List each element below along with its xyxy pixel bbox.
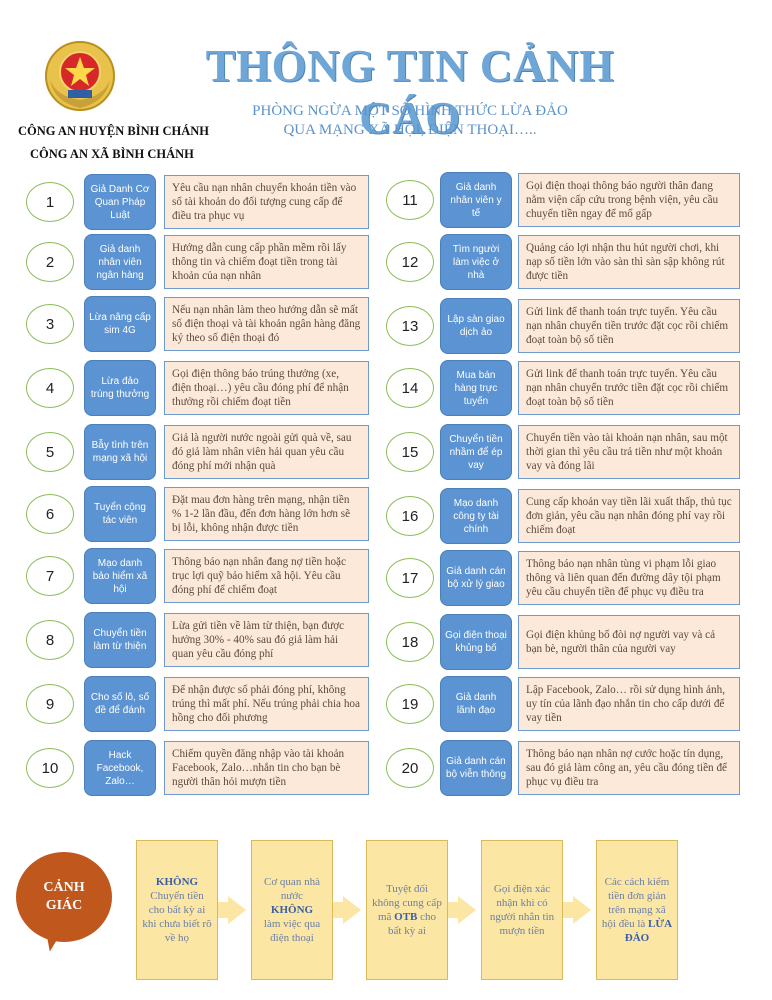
item-label: Tìm người làm việc ở nhà bbox=[440, 234, 512, 290]
item-label: Bẫy tình trên mạng xã hội bbox=[84, 424, 156, 480]
flow-arrow-stem bbox=[448, 902, 458, 918]
agency-commune: CÔNG AN XÃ BÌNH CHÁNH bbox=[30, 147, 194, 161]
item-number: 4 bbox=[26, 368, 74, 408]
item-number: 17 bbox=[386, 558, 434, 598]
item-number: 2 bbox=[26, 242, 74, 282]
item-label: Tuyển cộng tác viên bbox=[84, 486, 156, 542]
flow-arrow-stem bbox=[218, 902, 228, 918]
item-description: Thông báo nạn nhân đang nợ tiền hoặc trụ… bbox=[164, 549, 369, 603]
advice-post: làm việc qua điện thoại bbox=[263, 918, 321, 944]
item-description: Chiếm quyền đăng nhập vào tài khoản Face… bbox=[164, 741, 369, 795]
item-number: 20 bbox=[386, 748, 434, 788]
item-label: Mạo danh công ty tài chính bbox=[440, 488, 512, 544]
subtitle-line-2: QUA MẠNG XÃ HỘI, ĐIỆN THOẠI….. bbox=[283, 122, 537, 138]
warning-line-2: GIÁC bbox=[45, 898, 83, 913]
advice-step-text: Các cách kiếm tiền đơn giản trên mạng xã… bbox=[601, 875, 673, 945]
police-emblem-icon bbox=[45, 41, 115, 111]
warning-bubble: CẢNH GIÁC bbox=[16, 852, 112, 942]
item-description: Yêu cầu nạn nhân chuyển khoản tiền vào s… bbox=[164, 175, 369, 229]
item-label: Giả danh cán bộ xử lý giao bbox=[440, 550, 512, 606]
item-number: 3 bbox=[26, 304, 74, 344]
item-label: Hack Facebook, Zalo… bbox=[84, 740, 156, 796]
item-number: 1 bbox=[26, 182, 74, 222]
advice-step-text: Tuyệt đối không cung cấp mã OTB cho bất … bbox=[371, 882, 443, 938]
item-description: Lập Facebook, Zalo… rồi sử dụng hình ảnh… bbox=[518, 677, 740, 731]
item-description: Quảng cáo lợi nhận thu hút người chơi, k… bbox=[518, 235, 740, 289]
item-description: Gửi link để thanh toán trực tuyến. Yêu c… bbox=[518, 361, 740, 415]
advice-post: Chuyển tiền cho bất kỳ ai khi chưa biết … bbox=[142, 890, 212, 944]
item-label: Lừa nâng cấp sim 4G bbox=[84, 296, 156, 352]
item-description: Cung cấp khoản vay tiền lãi xuất thấp, t… bbox=[518, 489, 740, 543]
item-number: 12 bbox=[386, 242, 434, 282]
agency-district: CÔNG AN HUYỆN BÌNH CHÁNH bbox=[18, 124, 209, 138]
advice-emphasis: LỪA ĐẢO bbox=[624, 918, 673, 944]
item-label: Mua bán hàng trực tuyến bbox=[440, 360, 512, 416]
item-description: Lừa gửi tiền về làm từ thiện, bạn được h… bbox=[164, 613, 369, 667]
item-number: 14 bbox=[386, 368, 434, 408]
advice-pre: Gọi điện xác nhận khi có người nhắn tin … bbox=[489, 883, 555, 937]
item-description: Hướng dẫn cung cấp phần mềm rồi lấy thôn… bbox=[164, 235, 369, 289]
flow-arrow-stem bbox=[563, 902, 573, 918]
item-description: Thông báo nạn nhân tùng vi phạm lỗi giao… bbox=[518, 551, 740, 605]
advice-step: Tuyệt đối không cung cấp mã OTB cho bất … bbox=[366, 840, 448, 980]
advice-step: Gọi điện xác nhận khi có người nhắn tin … bbox=[481, 840, 563, 980]
item-number: 7 bbox=[26, 556, 74, 596]
item-description: Gọi điện thông báo trúng thưởng (xe, điệ… bbox=[164, 361, 369, 415]
item-description: Chuyển tiền vào tài khoản nạn nhân, sau … bbox=[518, 425, 740, 479]
page-subtitle: PHÒNG NGỪA MỘT SỐ HÌNH THỨC LỪA ĐẢO QUA … bbox=[200, 102, 620, 140]
advice-step-text: Gọi điện xác nhận khi có người nhắn tin … bbox=[486, 882, 558, 938]
flow-arrow-icon bbox=[343, 896, 361, 924]
page-title: THÔNG TIN CẢNH CÁO bbox=[205, 41, 615, 143]
advice-step: Các cách kiếm tiền đơn giản trên mạng xã… bbox=[596, 840, 678, 980]
item-description: Gọi điện thoại thông báo người thân đang… bbox=[518, 173, 740, 227]
item-number: 13 bbox=[386, 306, 434, 346]
item-number: 19 bbox=[386, 684, 434, 724]
item-description: Nếu nạn nhân làm theo hướng dẫn sẽ mất s… bbox=[164, 297, 369, 351]
advice-emphasis: KHÔNG bbox=[155, 876, 199, 888]
advice-pre: Cơ quan nhà nước bbox=[264, 876, 320, 902]
item-label: Chuyển tiền nhầm để ép vay bbox=[440, 424, 512, 480]
item-number: 8 bbox=[26, 620, 74, 660]
item-number: 10 bbox=[26, 748, 74, 788]
flow-arrow-stem bbox=[333, 902, 343, 918]
item-description: Để nhận được số phải đóng phí, không trú… bbox=[164, 677, 369, 731]
item-description: Đặt mau đơn hàng trên mạng, nhận tiền % … bbox=[164, 487, 369, 541]
item-number: 6 bbox=[26, 494, 74, 534]
item-description: Gọi điện khủng bố đòi nợ người vay và cả… bbox=[518, 615, 740, 669]
advice-step-text: KHÔNG Chuyển tiền cho bất kỳ ai khi chưa … bbox=[141, 875, 213, 945]
flow-arrow-icon bbox=[573, 896, 591, 924]
item-number: 5 bbox=[26, 432, 74, 472]
item-label: Gọi điện thoại khủng bố bbox=[440, 614, 512, 670]
item-number: 16 bbox=[386, 496, 434, 536]
flow-arrow-icon bbox=[228, 896, 246, 924]
advice-step: KHÔNG Chuyển tiền cho bất kỳ ai khi chưa … bbox=[136, 840, 218, 980]
item-label: Giả danh nhân viên ngân hàng bbox=[84, 234, 156, 290]
item-description: Thông báo nạn nhân nợ cước hoặc tín dụng… bbox=[518, 741, 740, 795]
item-number: 18 bbox=[386, 622, 434, 662]
advice-emphasis: OTB bbox=[394, 911, 418, 923]
item-number: 11 bbox=[386, 180, 434, 220]
item-label: Cho số lô, số đề để đánh bbox=[84, 676, 156, 732]
advice-pre: Tuyệt đối không cung cấp mã bbox=[372, 883, 442, 923]
item-label: Giả danh cán bộ viễn thông bbox=[440, 740, 512, 796]
advice-post: cho bất kỳ ai bbox=[388, 911, 437, 937]
item-label: Chuyển tiền làm từ thiện bbox=[84, 612, 156, 668]
flow-arrow-icon bbox=[458, 896, 476, 924]
item-label: Giả Danh Cơ Quan Pháp Luật bbox=[84, 174, 156, 230]
item-label: Giả danh lãnh đạo bbox=[440, 676, 512, 732]
warning-line-1: CẢNH bbox=[43, 880, 85, 895]
item-number: 15 bbox=[386, 432, 434, 472]
item-description: Giả là người nước ngoài gửi quà về, sau … bbox=[164, 425, 369, 479]
item-description: Gửi link để thanh toán trực tuyến. Yêu c… bbox=[518, 299, 740, 353]
item-label: Lừa đảo trúng thưởng bbox=[84, 360, 156, 416]
subtitle-line-1: PHÒNG NGỪA MỘT SỐ HÌNH THỨC LỪA ĐẢO bbox=[252, 103, 568, 119]
advice-pre: Các cách kiếm tiền đơn giản trên mạng xã… bbox=[601, 876, 670, 930]
item-label: Lập sàn giao dịch ảo bbox=[440, 298, 512, 354]
advice-emphasis: KHÔNG bbox=[270, 904, 314, 916]
item-number: 9 bbox=[26, 684, 74, 724]
item-label: Mạo danh bảo hiểm xã hội bbox=[84, 548, 156, 604]
item-label: Giả danh nhân viên y tế bbox=[440, 172, 512, 228]
